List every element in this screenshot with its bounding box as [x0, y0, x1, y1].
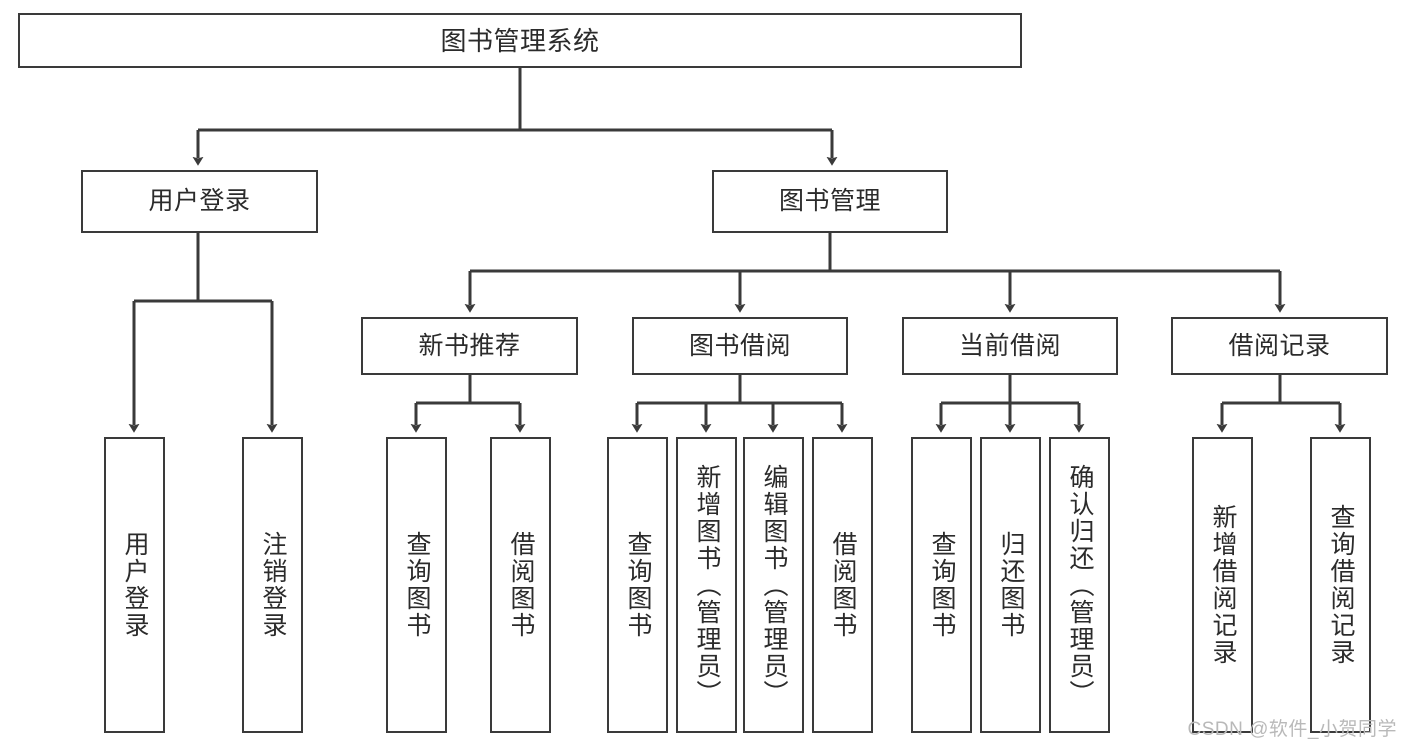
- node-user-login-label: 用户登录: [148, 187, 251, 215]
- node-book-management-label: 图书管理: [778, 187, 881, 215]
- node-leaf-return-book[interactable]: 归还图书: [980, 437, 1041, 733]
- node-leaf-add-record-label: 新增借阅记录: [1209, 504, 1237, 666]
- node-book-borrow-label: 图书借阅: [688, 331, 791, 360]
- node-leaf-query-record-label: 查询借阅记录: [1327, 504, 1355, 666]
- node-leaf-borrow-book-2[interactable]: 借阅图书: [812, 437, 873, 733]
- node-book-borrow[interactable]: 图书借阅: [632, 317, 848, 375]
- node-leaf-query-book-3-label: 查询图书: [928, 531, 956, 639]
- node-leaf-confirm-return-label: 确认归还（管理员）: [1066, 463, 1094, 707]
- node-borrow-record-label: 借阅记录: [1228, 331, 1331, 360]
- node-leaf-borrow-book-1[interactable]: 借阅图书: [490, 437, 551, 733]
- node-user-login[interactable]: 用户登录: [81, 170, 318, 233]
- node-new-book-recommend-label: 新书推荐: [418, 331, 521, 360]
- node-leaf-edit-book[interactable]: 编辑图书（管理员）: [743, 437, 804, 733]
- node-book-management[interactable]: 图书管理: [712, 170, 948, 233]
- node-leaf-query-book-1-label: 查询图书: [403, 531, 431, 639]
- node-leaf-query-record[interactable]: 查询借阅记录: [1310, 437, 1371, 733]
- node-leaf-add-record[interactable]: 新增借阅记录: [1192, 437, 1253, 733]
- node-leaf-borrow-book-2-label: 借阅图书: [829, 531, 857, 639]
- node-leaf-edit-book-label: 编辑图书（管理员）: [760, 463, 788, 707]
- node-current-borrow[interactable]: 当前借阅: [902, 317, 1118, 375]
- node-leaf-query-book-3[interactable]: 查询图书: [911, 437, 972, 733]
- node-leaf-add-book[interactable]: 新增图书（管理员）: [676, 437, 737, 733]
- node-leaf-add-book-label: 新增图书（管理员）: [693, 463, 721, 707]
- csdn-watermark: CSDN @软件_小贺同学: [1187, 719, 1397, 740]
- node-leaf-user-login-label: 用户登录: [121, 531, 149, 639]
- node-leaf-query-book-1[interactable]: 查询图书: [386, 437, 447, 733]
- node-root[interactable]: 图书管理系统: [18, 13, 1022, 68]
- node-root-label: 图书管理系统: [440, 25, 600, 56]
- node-leaf-query-book-2-label: 查询图书: [624, 531, 652, 639]
- node-leaf-user-logout[interactable]: 注销登录: [242, 437, 303, 733]
- node-borrow-record[interactable]: 借阅记录: [1171, 317, 1388, 375]
- node-new-book-recommend[interactable]: 新书推荐: [361, 317, 578, 375]
- node-leaf-return-book-label: 归还图书: [997, 531, 1025, 639]
- node-leaf-user-logout-label: 注销登录: [259, 531, 287, 639]
- node-leaf-borrow-book-1-label: 借阅图书: [507, 531, 535, 639]
- node-leaf-confirm-return[interactable]: 确认归还（管理员）: [1049, 437, 1110, 733]
- node-current-borrow-label: 当前借阅: [958, 331, 1061, 360]
- node-leaf-user-login[interactable]: 用户登录: [104, 437, 165, 733]
- node-leaf-query-book-2[interactable]: 查询图书: [607, 437, 668, 733]
